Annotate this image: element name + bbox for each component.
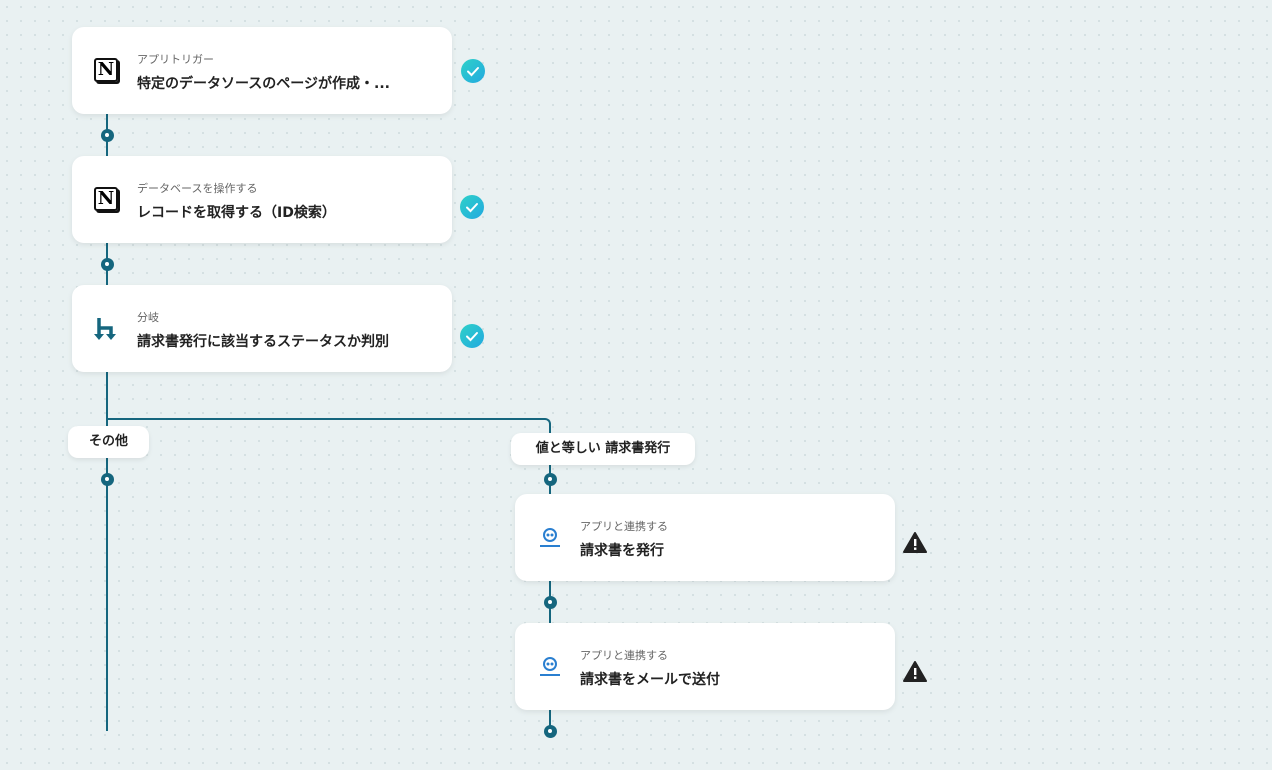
step-type: アプリと連携する	[580, 520, 668, 533]
warning-icon	[903, 660, 927, 688]
add-step-node[interactable]	[100, 472, 114, 486]
step-title: 特定のデータソースのページが作成・...	[137, 76, 390, 92]
check-icon	[460, 324, 484, 348]
branch-icon	[94, 316, 120, 342]
step-card-trigger[interactable]: N アプリトリガー 特定のデータソースのページが作成・...	[72, 27, 452, 114]
step-type: データベースを操作する	[137, 182, 258, 195]
step-title: 請求書をメールで送付	[580, 672, 720, 688]
step-card-branch[interactable]: 分岐 請求書発行に該当するステータスか判別	[72, 285, 452, 372]
step-type: アプリトリガー	[137, 53, 214, 66]
add-step-node[interactable]	[543, 724, 557, 738]
step-title: レコードを取得する（ID検索）	[137, 205, 336, 221]
invoice-app-icon	[537, 525, 563, 551]
step-title: 請求書発行に該当するステータスか判別	[137, 334, 389, 350]
invoice-app-icon	[537, 654, 563, 680]
step-type: 分岐	[137, 311, 159, 324]
step-type: アプリと連携する	[580, 649, 668, 662]
step-card-send-invoice[interactable]: アプリと連携する 請求書をメールで送付	[515, 623, 895, 710]
add-step-node[interactable]	[543, 595, 557, 609]
add-step-node[interactable]	[100, 257, 114, 271]
add-step-node[interactable]	[100, 128, 114, 142]
warning-icon	[903, 531, 927, 559]
check-icon	[460, 195, 484, 219]
step-title: 請求書を発行	[580, 543, 664, 559]
notion-icon: N	[94, 58, 120, 84]
branch-label-other[interactable]: その他	[68, 426, 149, 458]
step-card-issue-invoice[interactable]: アプリと連携する 請求書を発行	[515, 494, 895, 581]
check-icon	[461, 59, 485, 83]
branch-connector	[107, 418, 551, 436]
step-card-get-record[interactable]: N データベースを操作する レコードを取得する（ID検索）	[72, 156, 452, 243]
add-step-node[interactable]	[543, 472, 557, 486]
notion-icon: N	[94, 187, 120, 213]
branch-label-match[interactable]: 値と等しい 請求書発行	[511, 433, 695, 465]
